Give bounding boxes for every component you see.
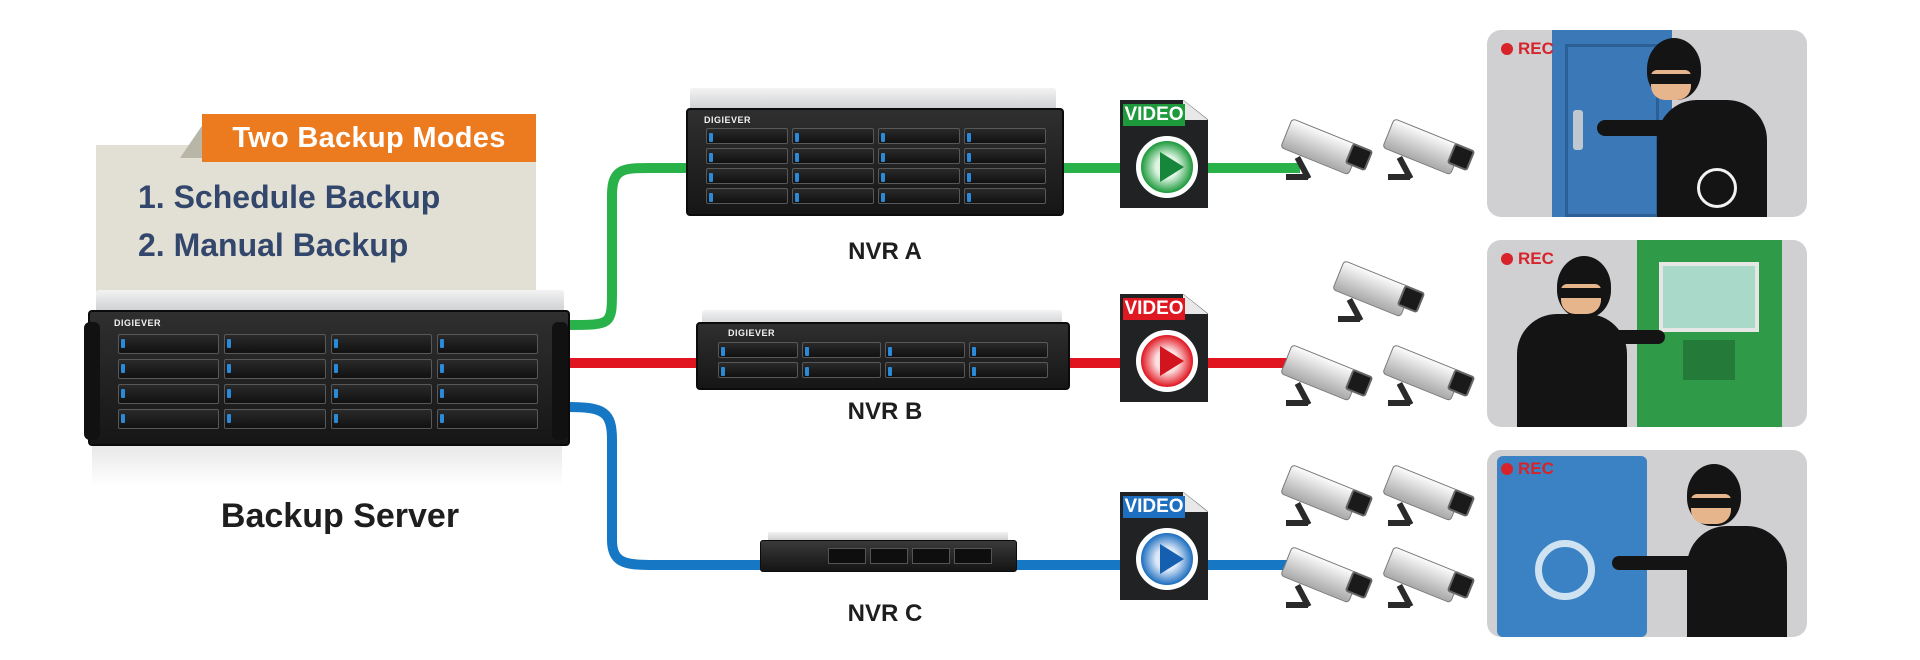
rec-indicator: REC (1501, 249, 1554, 269)
nvr-b-label: NVR B (847, 398, 923, 425)
camera-icon (1332, 258, 1426, 324)
scene-door-burglary: REC (1487, 30, 1807, 217)
nvr-a-label: NVR A (848, 238, 922, 265)
camera-icon (1382, 462, 1476, 528)
video-file-icon-a: VIDEO (1120, 100, 1208, 208)
server-brand: DIGIEVER (114, 318, 162, 328)
backup-modes-title: Two Backup Modes (202, 114, 536, 162)
camera-icon (1280, 116, 1374, 182)
link-server-nvr-c (567, 402, 765, 570)
backup-modes-card (96, 145, 536, 292)
video-file-icon-c: VIDEO (1120, 492, 1208, 600)
rec-indicator: REC (1501, 459, 1554, 479)
server-drive-bays (118, 334, 538, 429)
camera-icon (1382, 342, 1476, 408)
link-server-nvr-a (567, 163, 690, 330)
camera-icon (1382, 116, 1476, 182)
backup-mode-schedule: 1. Schedule Backup (138, 179, 441, 215)
backup-server-label: Backup Server (220, 497, 460, 535)
camera-icon (1382, 544, 1476, 610)
scene-atm-burglary: REC (1487, 240, 1807, 427)
camera-icon (1280, 342, 1374, 408)
backup-mode-manual: 2. Manual Backup (138, 227, 409, 263)
door-handle (1573, 110, 1583, 150)
camera-icon (1280, 544, 1374, 610)
rec-indicator: REC (1501, 39, 1554, 59)
safe-dial-icon (1535, 540, 1595, 600)
scene-safe-burglary: REC (1487, 450, 1807, 637)
camera-icon (1280, 462, 1374, 528)
keys-icon (1697, 168, 1737, 208)
nvr-c-label: NVR C (847, 600, 923, 627)
video-file-icon-b: VIDEO (1120, 294, 1208, 402)
